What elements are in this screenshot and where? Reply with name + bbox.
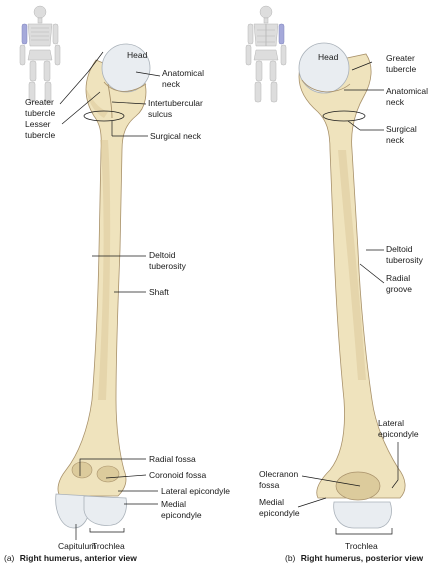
anterior-label-deltoid-2: tuberosity (149, 261, 187, 271)
posterior-label-head: Head (318, 52, 339, 62)
anterior-label-intertubercular-2: sulcus (148, 109, 172, 119)
anterior-label-coronoid-fossa: Coronoid fossa (149, 470, 206, 480)
posterior-label-deltoid-2: tuberosity (386, 255, 424, 265)
anterior-label-anatomical-neck-1: Anatomical (162, 68, 204, 78)
anterior-caption-text: Right humerus, anterior view (20, 553, 138, 563)
posterior-label-greater-tubercle-2: tubercle (386, 64, 417, 74)
posterior-labels: Head Greater tubercle Anatomical neck Su… (259, 52, 428, 551)
posterior-label-olecranon-1: Olecranon (259, 469, 298, 479)
posterior-label-surgical-neck-1: Surgical (386, 124, 417, 134)
anterior-label-trochlea: Trochlea (92, 541, 125, 551)
anterior-caption: (a) Right humerus, anterior view (4, 553, 137, 563)
anterior-label-head: Head (127, 50, 148, 60)
posterior-label-greater-tubercle-1: Greater (386, 53, 415, 63)
anterior-label-medial-epicondyle-2: epicondyle (161, 510, 202, 520)
posterior-label-radial-groove-1: Radial (386, 273, 410, 283)
anterior-surgical-neck-ring (83, 110, 125, 122)
anterior-label-greater-tubercle-1: Greater (25, 97, 54, 107)
anterior-head-cartilage (101, 43, 151, 93)
posterior-label-radial-groove-2: groove (386, 284, 412, 294)
anterior-label-shaft: Shaft (149, 287, 169, 297)
humerus-anterior-illustration (55, 43, 151, 529)
posterior-label-olecranon-2: fossa (259, 480, 280, 490)
posterior-leader-lines (297, 61, 399, 535)
posterior-label-trochlea: Trochlea (345, 541, 378, 551)
posterior-head-cartilage (298, 42, 350, 94)
skeleton-thumbnail-posterior (245, 5, 287, 103)
posterior-label-anatomical-neck-2: neck (386, 97, 405, 107)
posterior-label-medial-epicondyle-1: Medial (259, 497, 284, 507)
trochlea-cartilage-posterior (333, 501, 392, 529)
posterior-label-deltoid-1: Deltoid (386, 244, 413, 254)
skeleton-thumbnail-anterior (19, 5, 61, 103)
anterior-label-anatomical-neck-2: neck (162, 79, 181, 89)
anterior-label-intertubercular-1: Intertubercular (148, 98, 203, 108)
posterior-label-surgical-neck-2: neck (386, 135, 405, 145)
anterior-label-medial-epicondyle-1: Medial (161, 499, 186, 509)
anterior-leader-lines (59, 51, 161, 540)
anterior-label-deltoid-1: Deltoid (149, 250, 176, 260)
posterior-label-lateral-epicondyle-1: Lateral (378, 418, 404, 428)
highlighted-right-humerus (278, 23, 285, 45)
anterior-labels: Head Anatomical neck Greater tubercle Le… (25, 50, 230, 551)
anterior-caption-letter: (a) (4, 553, 15, 563)
posterior-caption-letter: (b) (285, 553, 296, 563)
posterior-label-medial-epicondyle-2: epicondyle (259, 508, 300, 518)
anterior-label-radial-fossa: Radial fossa (149, 454, 196, 464)
anterior-label-lateral-epicondyle: Lateral epicondyle (161, 486, 230, 496)
anterior-label-lesser-tubercle-1: Lesser (25, 119, 51, 129)
trochlea-cartilage-anterior (83, 495, 127, 526)
anterior-label-greater-tubercle-2: tubercle (25, 108, 56, 118)
posterior-label-lateral-epicondyle-2: epicondyle (378, 429, 419, 439)
posterior-surgical-neck-ring (322, 110, 366, 122)
anterior-label-lesser-tubercle-2: tubercle (25, 130, 56, 140)
posterior-caption: (b) Right humerus, posterior view (285, 553, 423, 563)
anterior-label-capitulum: Capitulum (58, 541, 96, 551)
posterior-caption-text: Right humerus, posterior view (301, 553, 424, 563)
anterior-label-surgical-neck: Surgical neck (150, 131, 202, 141)
highlighted-right-humerus (21, 23, 28, 45)
posterior-label-anatomical-neck-1: Anatomical (386, 86, 428, 96)
